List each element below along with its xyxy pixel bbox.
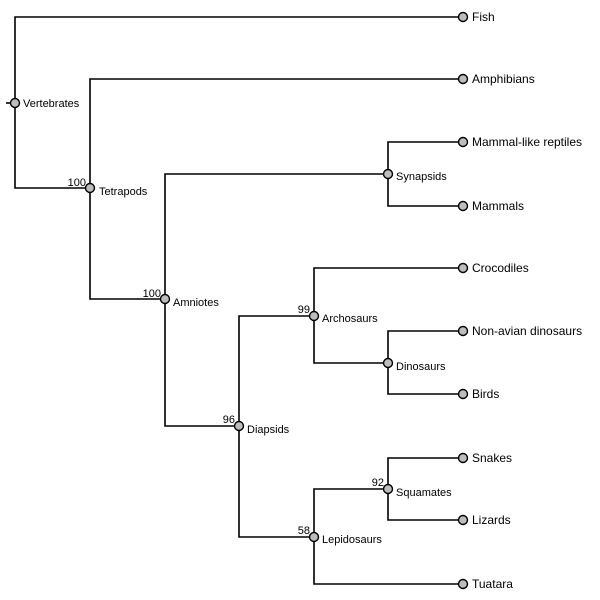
edge-squamates-lizards — [387, 489, 463, 521]
node-archosaurs-label: Archosaurs — [322, 313, 378, 325]
leaf-snakes-label: Snakes — [472, 451, 512, 465]
node-squamates-support: 92 — [372, 477, 384, 489]
node-dinosaurs-label: Dinosaurs — [396, 361, 446, 373]
node-tetrapods-label: Tetrapods — [99, 186, 148, 198]
edge-archosaurs-crocodiles — [313, 267, 463, 316]
leaf-tuatara-marker[interactable] — [457, 578, 469, 590]
leaf-birds-label: Birds — [472, 387, 499, 401]
edge-squamates-snakes — [387, 457, 463, 489]
leaf-snakes-marker[interactable] — [457, 452, 469, 464]
edge-lepidosaurs-tuatara — [313, 537, 463, 585]
leaf-snakes[interactable]: Snakes — [457, 451, 513, 465]
node-amniotes-support: 100 — [143, 288, 161, 300]
node-diapsids-marker[interactable] — [233, 420, 245, 432]
node-vertebrates-marker[interactable] — [9, 97, 21, 109]
leaf-fish-marker[interactable] — [457, 11, 469, 23]
leaf-non-avian-dinosaurs[interactable]: Non-avian dinosaurs — [457, 324, 583, 338]
leaf-lizards[interactable]: Lizards — [457, 513, 511, 527]
node-lepidosaurs-marker[interactable] — [308, 531, 320, 543]
leaf-mammals-marker[interactable] — [457, 200, 469, 212]
node-tetrapods-support: 100 — [68, 177, 86, 189]
leaf-mammals[interactable]: Mammals — [457, 199, 525, 213]
node-tetrapods-marker[interactable] — [84, 182, 96, 194]
edge-diapsids-lepidosaurs — [238, 426, 314, 538]
leaf-fish[interactable]: Fish — [457, 10, 495, 24]
leaf-birds[interactable]: Birds — [457, 387, 500, 401]
edge-amniotes-synapsids — [164, 173, 388, 299]
edge-synapsids-mammals — [387, 174, 463, 207]
node-archosaurs[interactable]: Archosaurs 99 — [298, 304, 378, 325]
edge-vertebrates-fish — [14, 16, 463, 103]
node-squamates[interactable]: Squamates 92 — [372, 477, 452, 499]
leaf-mammal-like-reptiles-marker[interactable] — [457, 136, 469, 148]
node-amniotes-label: Amniotes — [173, 297, 219, 309]
node-diapsids[interactable]: Diapsids 96 — [223, 414, 290, 436]
node-synapsids[interactable]: Synapsids — [382, 168, 448, 184]
leaf-crocodiles-marker[interactable] — [457, 262, 469, 274]
leaf-non-avian-dinosaurs-marker[interactable] — [457, 325, 469, 337]
leaf-tuatara[interactable]: Tuatara — [457, 577, 514, 591]
node-vertebrates[interactable]: Vertebrates — [9, 97, 80, 110]
node-dinosaurs-marker[interactable] — [382, 357, 394, 369]
edge-synapsids-mammal-like-reptiles — [387, 141, 463, 174]
leaf-mammal-like-reptiles-label: Mammal-like reptiles — [472, 135, 582, 149]
edge-dinosaurs-non-avian — [387, 330, 463, 363]
node-vertebrates-label: Vertebrates — [23, 98, 80, 110]
node-diapsids-label: Diapsids — [247, 424, 290, 436]
leaf-non-avian-dinosaurs-label: Non-avian dinosaurs — [472, 324, 582, 338]
node-lepidosaurs[interactable]: Lepidosaurs 58 — [298, 525, 383, 546]
leaf-amphibians[interactable]: Amphibians — [457, 72, 535, 86]
node-tetrapods[interactable]: Tetrapods 100 — [68, 177, 148, 198]
edge-amniotes-diapsids — [164, 299, 239, 427]
edge-vertebrates-tetrapods — [14, 103, 90, 189]
node-lepidosaurs-support: 58 — [298, 525, 310, 537]
node-diapsids-support: 96 — [223, 414, 235, 426]
edge-lepidosaurs-squamates — [313, 488, 388, 537]
edge-tetrapods-amniotes — [89, 188, 165, 300]
leaf-crocodiles[interactable]: Crocodiles — [457, 261, 529, 275]
leaf-lizards-label: Lizards — [472, 513, 511, 527]
leaf-mammal-like-reptiles[interactable]: Mammal-like reptiles — [457, 135, 583, 149]
edge-diapsids-archosaurs — [238, 315, 314, 426]
leaf-lizards-marker[interactable] — [457, 514, 469, 526]
edge-tetrapods-amphibians — [89, 78, 463, 188]
leaf-birds-marker[interactable] — [457, 388, 469, 400]
node-synapsids-label: Synapsids — [396, 171, 447, 183]
leaf-crocodiles-label: Crocodiles — [472, 261, 529, 275]
node-amniotes-marker[interactable] — [159, 293, 171, 305]
leaf-amphibians-marker[interactable] — [457, 73, 469, 85]
node-squamates-label: Squamates — [396, 487, 452, 499]
edge-dinosaurs-birds — [387, 363, 463, 395]
node-amniotes[interactable]: Amniotes 100 — [143, 288, 220, 309]
leaf-fish-label: Fish — [472, 10, 495, 24]
node-archosaurs-marker[interactable] — [308, 310, 320, 322]
leaf-mammals-label: Mammals — [472, 199, 524, 213]
node-synapsids-marker[interactable] — [382, 168, 394, 180]
leaf-tuatara-label: Tuatara — [472, 577, 513, 591]
node-archosaurs-support: 99 — [298, 304, 310, 316]
node-lepidosaurs-label: Lepidosaurs — [322, 534, 382, 546]
edge-archosaurs-dinosaurs — [313, 316, 388, 364]
node-squamates-marker[interactable] — [382, 483, 394, 495]
leaf-amphibians-label: Amphibians — [472, 72, 535, 86]
node-dinosaurs[interactable]: Dinosaurs — [382, 357, 447, 374]
